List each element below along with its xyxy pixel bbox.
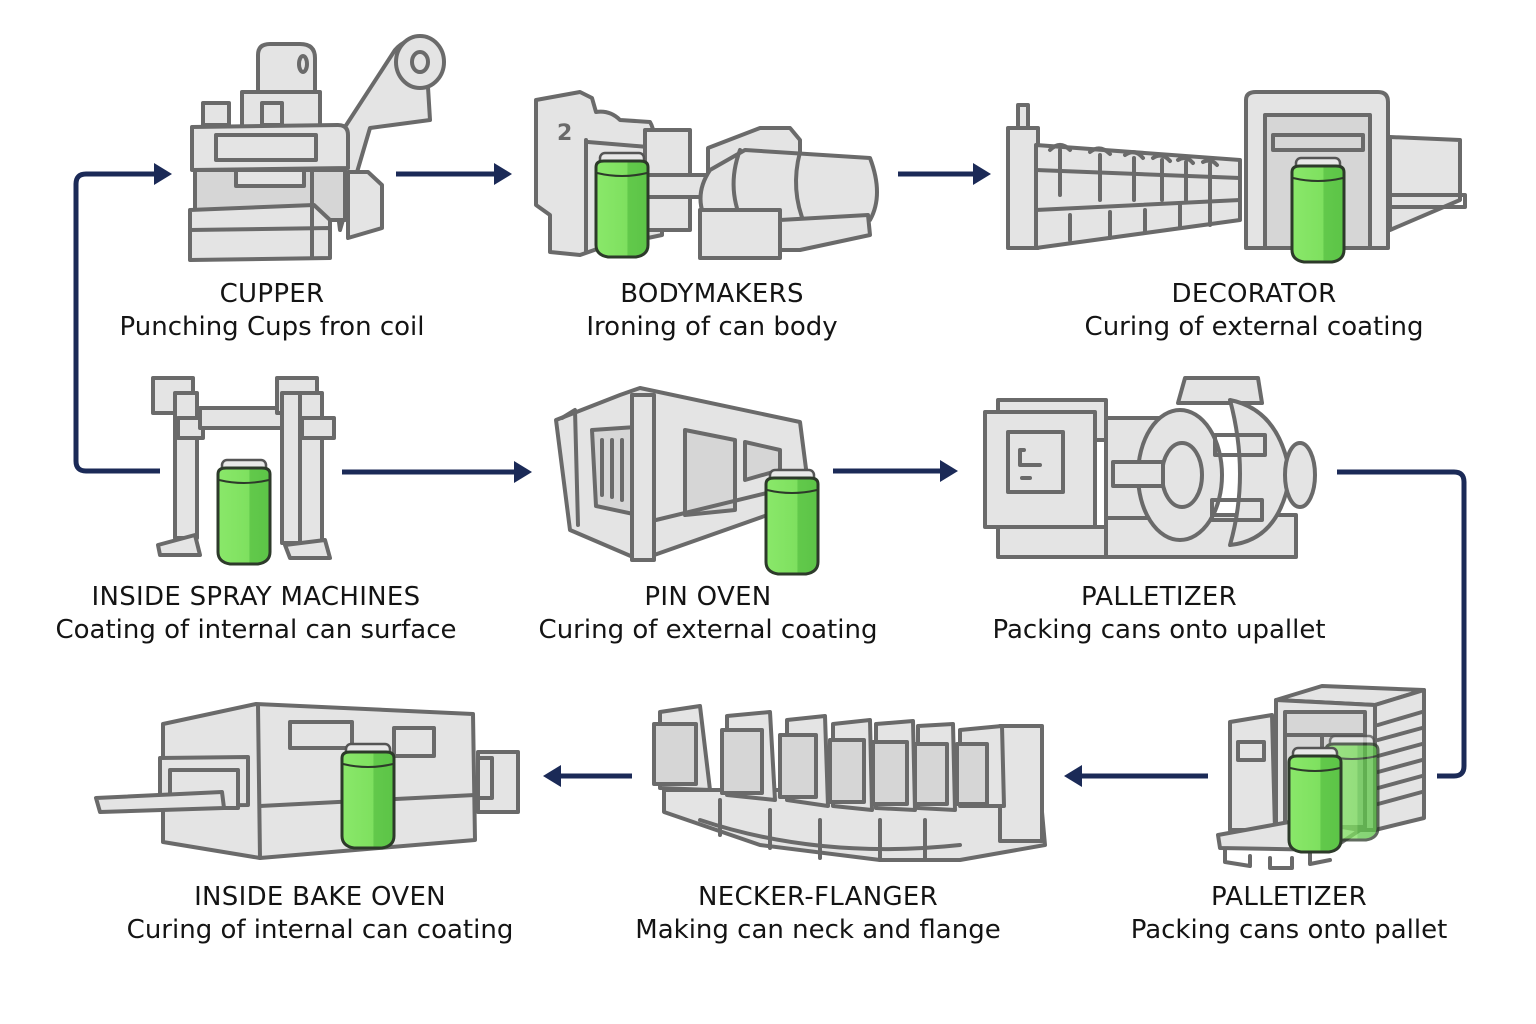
machine-number: 2 <box>557 121 572 146</box>
bake-oven-icon <box>94 702 520 860</box>
can-icon <box>216 458 272 566</box>
step-description: Coating of internal can surface <box>55 615 457 645</box>
step-title: BODYMAKERS <box>620 279 804 309</box>
palletizer-motor-icon <box>983 376 1317 559</box>
step-description: Curing of external coating <box>538 615 878 645</box>
step-palletizer-2: PALLETIZER Packing cans onto pallet <box>1131 881 1448 947</box>
step-title: PIN OVEN <box>644 582 772 612</box>
arrow-palletizer-to-palletizer <box>1337 469 1467 779</box>
step-cupper: CUPPER Punching Cups fron coil <box>120 278 425 344</box>
arrow-inside-spray-to-pin-oven <box>342 461 532 483</box>
step-title: PALLETIZER <box>1210 882 1368 912</box>
spray-machine-icon <box>151 376 336 560</box>
can-icon <box>1290 156 1346 264</box>
step-description: Curing of external coating <box>1084 312 1424 342</box>
step-description: Making can neck and flange <box>635 915 1001 945</box>
arrow-inside-spray-to-cupper <box>73 163 172 474</box>
step-necker-flanger: NECKER-FLANGER Making can neck and flang… <box>635 881 1000 947</box>
bodymaker-icon: 2 <box>534 90 879 260</box>
arrow-cupper-to-bodymakers <box>396 163 512 185</box>
step-palletizer-1: PALLETIZER Packing cans onto upallet <box>992 581 1325 647</box>
arrow-palletizer-to-necker-flanger <box>1064 765 1208 787</box>
step-description: Packing cans onto pallet <box>1130 915 1448 945</box>
step-inside-spray: INSIDE SPRAY MACHINES Coating of interna… <box>55 581 456 647</box>
step-title: INSIDE SPRAY MACHINES <box>91 582 421 612</box>
step-inside-bake-oven: INSIDE BAKE OVEN Curing of internal can … <box>127 881 514 947</box>
pin-oven-icon <box>554 386 812 562</box>
step-pin-oven: PIN OVEN Curing of external coating <box>539 581 878 647</box>
step-description: Ironing of can body <box>586 312 838 342</box>
step-title: PALLETIZER <box>1080 582 1238 612</box>
arrow-bodymakers-to-decorator <box>898 163 991 185</box>
step-description: Packing cans onto upallet <box>992 615 1326 645</box>
step-title: NECKER-FLANGER <box>697 882 939 912</box>
step-title: INSIDE BAKE OVEN <box>194 882 446 912</box>
step-description: Curing of internal can coating <box>126 915 514 945</box>
can-icon <box>764 468 820 576</box>
can-icon <box>594 151 650 259</box>
can-icon <box>1287 746 1343 854</box>
can-icon <box>340 742 396 850</box>
decorator-icon <box>1006 90 1467 250</box>
necker-flanger-icon <box>652 704 1047 862</box>
step-description: Punching Cups fron coil <box>119 312 425 342</box>
arrow-pin-oven-to-palletizer <box>833 460 958 482</box>
step-title: CUPPER <box>219 279 325 309</box>
arrow-necker-flanger-to-bake-oven <box>543 765 632 787</box>
step-decorator: DECORATOR Curing of external coating <box>1085 278 1424 344</box>
step-title: DECORATOR <box>1171 279 1337 309</box>
cupper-press-icon <box>188 34 446 262</box>
step-bodymakers: BODYMAKERS Ironing of can body <box>586 278 837 344</box>
